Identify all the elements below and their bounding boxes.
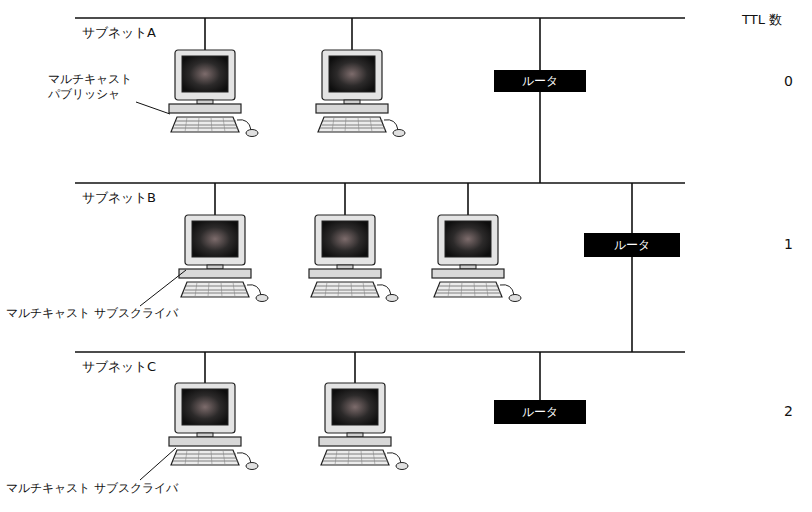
subnet-label: サブネットA: [82, 25, 156, 41]
subnet-label: サブネットB: [82, 190, 156, 206]
computers: [169, 50, 521, 470]
ttl-number: 1: [784, 236, 793, 254]
network-wires: [75, 18, 685, 412]
router-box: ルータ: [584, 233, 680, 257]
router-label: ルータ: [522, 74, 558, 88]
ttl-number: 0: [784, 73, 793, 91]
router-box: ルータ: [494, 400, 586, 424]
router-label: ルータ: [614, 238, 650, 252]
column-heading: TTL 数: [742, 12, 782, 28]
router-box: ルータ: [494, 70, 586, 92]
leader-lines: [136, 102, 186, 480]
ttl-number: 2: [784, 403, 793, 421]
subscriber-label: マルチキャスト サブスクライバ: [6, 306, 178, 321]
subscriber-label: マルチキャスト サブスクライバ: [6, 481, 178, 496]
router-label: ルータ: [522, 405, 558, 419]
publisher-label: マルチキャスト パブリッシャ: [48, 72, 138, 102]
subnet-label: サブネットC: [82, 359, 156, 375]
